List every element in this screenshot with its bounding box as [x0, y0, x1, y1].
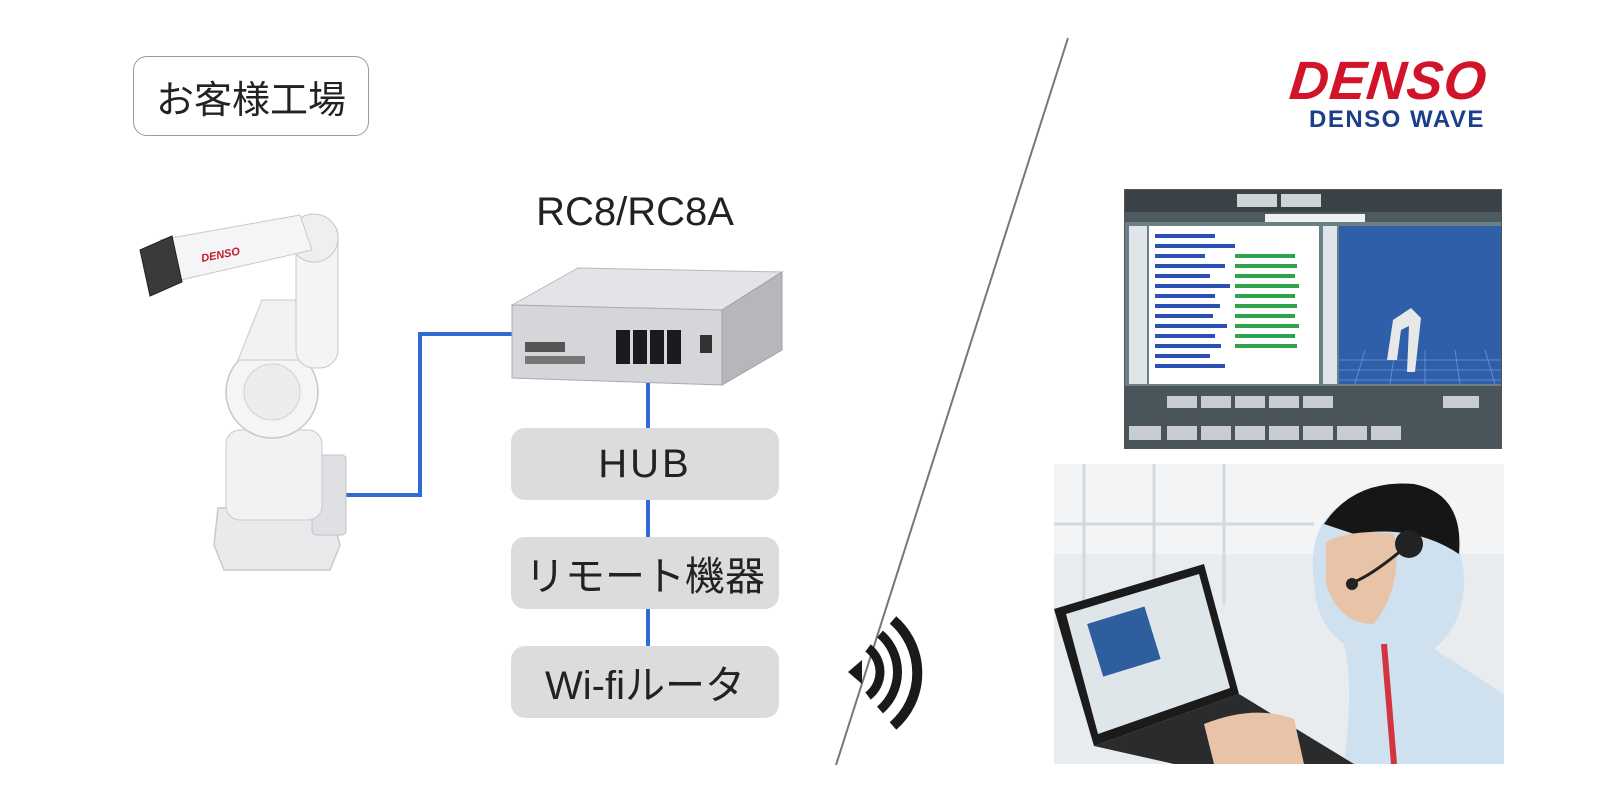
location-label: お客様工場: [133, 56, 369, 136]
remote-operator-photo: [1054, 464, 1504, 764]
wifi-router-box: Wi-fiルータ: [511, 646, 779, 718]
controller-title: RC8/RC8A: [536, 190, 734, 234]
hub-box: HUB: [511, 428, 779, 500]
robot-arm-image: DENSO: [139, 213, 347, 571]
denso-wave-logo: DENSO WAVE: [1309, 106, 1485, 133]
divider-line: [835, 37, 1069, 766]
remote-device-box: リモート機器: [511, 537, 779, 609]
denso-logo: DENSO: [1286, 51, 1491, 111]
wifi-signal-icon: [848, 616, 923, 730]
software-screenshot-image: [1124, 189, 1502, 449]
controller-unit-image: [510, 267, 784, 386]
robot-controller-cable: [344, 332, 512, 497]
